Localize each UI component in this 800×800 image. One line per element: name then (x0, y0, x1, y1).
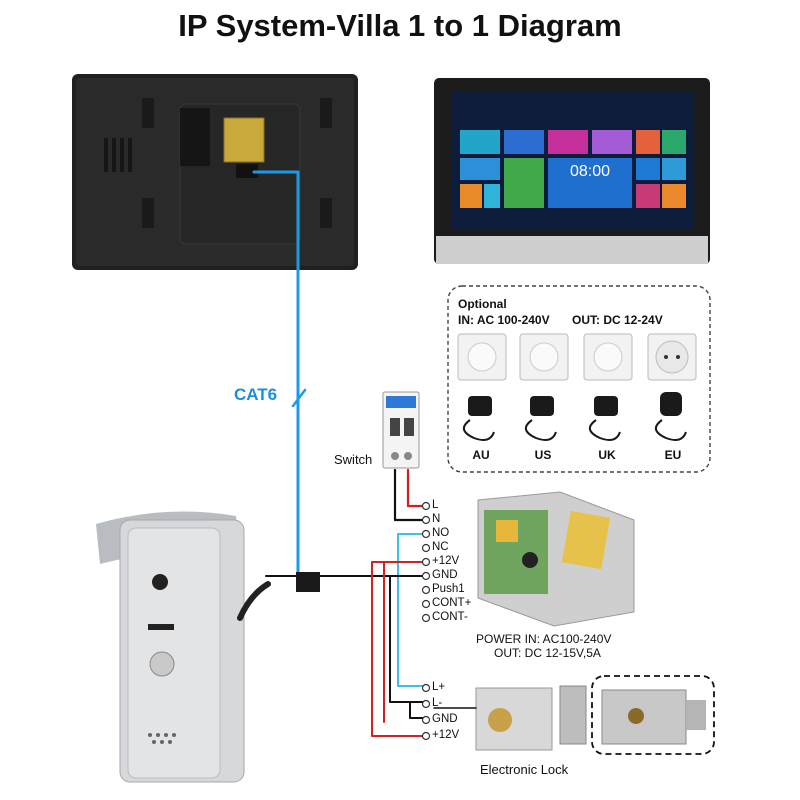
terminal-l: L (432, 499, 439, 511)
terminal-12v: +12V (432, 555, 460, 567)
optional-input-spec: IN: AC 100-240V (458, 313, 550, 327)
terminal-dots (421, 501, 431, 741)
optional-output-spec: OUT: DC 12-24V (572, 313, 663, 327)
terminal-nc: NC (432, 541, 449, 553)
terminal-cont-minus: CONT- (432, 611, 468, 623)
rj45-connector (296, 572, 320, 592)
terminal-lock-minus: L- (432, 697, 443, 709)
switch-label: Switch (334, 452, 373, 467)
monitor-back (72, 74, 358, 270)
page-title: IP System-Villa 1 to 1 Diagram (178, 8, 622, 43)
wire-no-lplus (397, 533, 425, 687)
breaker-switch (382, 391, 420, 469)
cat6-cable (252, 170, 300, 580)
wall-sockets (457, 333, 697, 381)
terminal-push1: Push1 (432, 583, 465, 595)
plug-label-us: US (534, 448, 552, 462)
wire-n (393, 468, 426, 522)
terminal-n: N (432, 513, 441, 525)
terminal-lock-gnd: GND (432, 713, 458, 725)
cat6-label: CAT6 (234, 385, 278, 404)
terminal-lock-plus: L+ (432, 681, 446, 693)
optional-box (447, 285, 711, 473)
terminal-cont-plus: CONT+ (432, 597, 472, 609)
plug-label-uk: UK (598, 448, 616, 462)
optional-heading: Optional (458, 297, 507, 311)
wire-gnd-lock (389, 575, 425, 719)
monitor-front (434, 78, 710, 264)
power-label-line2: OUT: DC 12-15V,5A (494, 646, 601, 660)
door-station (96, 511, 245, 783)
wire-l (406, 468, 426, 508)
power-supply (477, 491, 635, 627)
electronic-lock (475, 675, 715, 755)
lock-label: Electronic Lock (480, 762, 569, 777)
adapters (463, 392, 687, 441)
terminal-gnd: GND (432, 569, 458, 581)
plug-label-au: AU (472, 448, 490, 462)
terminal-lock-12v: +12V (432, 729, 460, 741)
plug-label-eu: EU (664, 448, 682, 462)
monitor-clock: 08:00 (570, 163, 610, 180)
terminal-no: NO (432, 527, 450, 539)
power-label-line1: POWER IN: AC100-240V (476, 632, 612, 646)
